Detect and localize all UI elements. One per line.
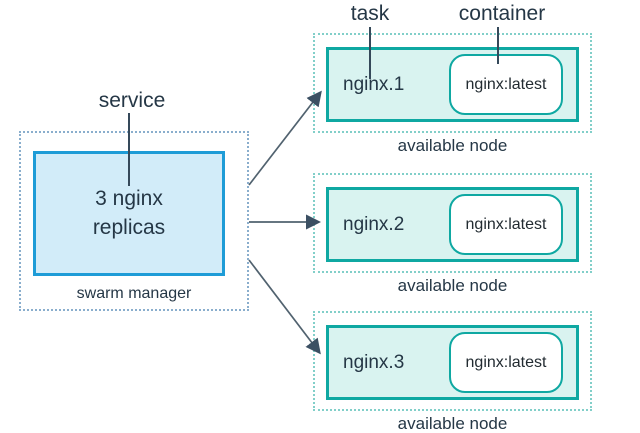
- container-box-2: nginx:latest: [449, 194, 563, 255]
- node-caption-2: available node: [397, 276, 508, 295]
- task-label-callout: task: [350, 2, 390, 25]
- task-box-1: nginx.1 nginx:latest: [326, 47, 579, 122]
- available-node-1: nginx.1 nginx:latest: [313, 33, 592, 133]
- available-node-3: nginx.3 nginx:latest: [313, 311, 592, 411]
- arrow-to-node-3: [248, 259, 321, 355]
- swarm-manager-region: 3 nginx replicas swarm manager: [19, 131, 249, 311]
- task-box-3: nginx.3 nginx:latest: [326, 325, 579, 400]
- container-label-callout: container: [458, 2, 546, 25]
- node-caption-1: available node: [397, 136, 508, 155]
- task-name-3: nginx.3: [343, 351, 405, 373]
- task-box-2: nginx.2 nginx:latest: [326, 187, 579, 262]
- node-caption-3: available node: [397, 414, 508, 433]
- container-box-1: nginx:latest: [449, 54, 563, 115]
- task-name-1: nginx.1: [343, 73, 405, 95]
- task-name-2: nginx.2: [343, 213, 405, 235]
- container-box-3: nginx:latest: [449, 332, 563, 393]
- available-node-2: nginx.2 nginx:latest: [313, 173, 592, 273]
- service-box: 3 nginx replicas: [33, 151, 225, 276]
- service-label: service: [98, 89, 166, 112]
- arrow-to-node-1: [248, 90, 322, 186]
- swarm-manager-caption: swarm manager: [76, 285, 192, 302]
